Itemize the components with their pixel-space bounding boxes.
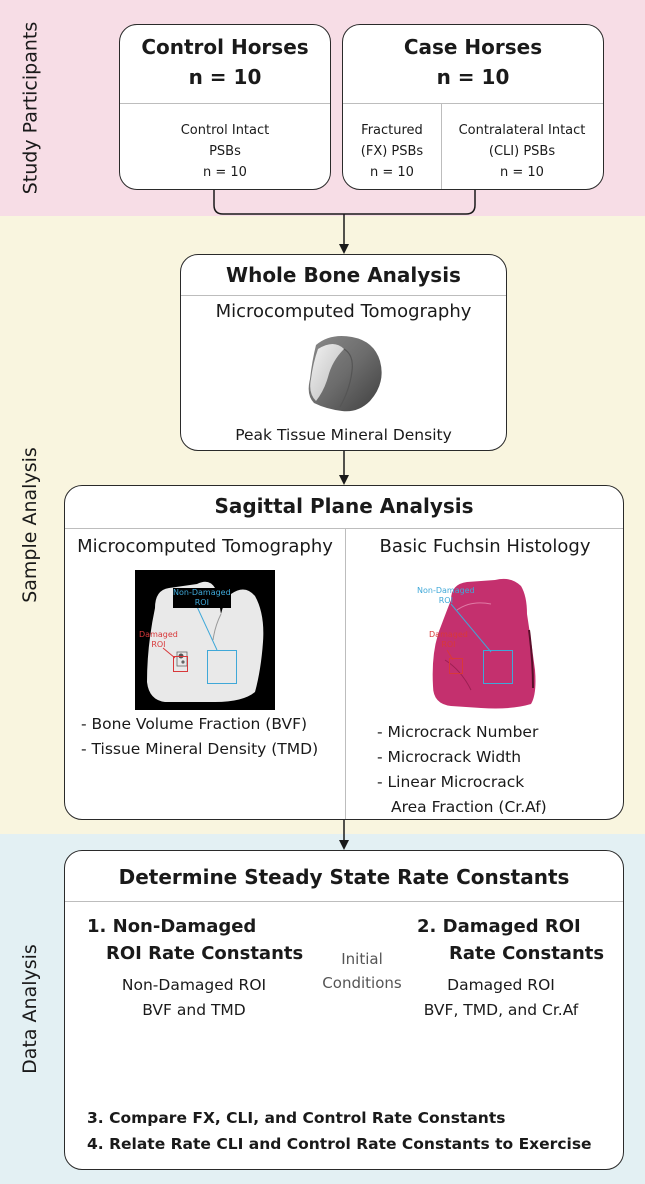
microct-measure-bvf: - Bone Volume Fraction (BVF) [81, 715, 308, 733]
histology-measure-width: - Microcrack Width [377, 748, 522, 766]
histology-sagittal-image: Non-Damaged ROI Damaged ROI [411, 570, 561, 715]
steady-state-box: Determine Steady State Rate Constants 1.… [64, 850, 624, 1170]
whole-bone-method: Microcomputed Tomography [215, 301, 472, 322]
case-horses-box: Case Horses n = 10 Fractured (FX) PSBs n… [342, 24, 604, 190]
case-divider-v [441, 103, 442, 189]
histology-measure-crAf: Area Fraction (Cr.Af) [391, 798, 547, 816]
sagittal-divider-v [345, 528, 346, 819]
whole-bone-title: Whole Bone Analysis [226, 263, 461, 287]
whole-bone-analysis-box: Whole Bone Analysis Microcomputed Tomogr… [180, 254, 507, 451]
whole-bone-divider [181, 295, 506, 296]
steady-state-divider [65, 901, 623, 902]
sagittal-plane-analysis-box: Sagittal Plane Analysis Microcomputed To… [64, 485, 624, 820]
control-title: Control Horses [141, 35, 309, 59]
bone-3d-image [308, 336, 382, 412]
steady-state-title: Determine Steady State Rate Constants [118, 865, 570, 889]
histology-damaged-label: Damaged ROI [429, 630, 468, 649]
initial-conditions-label: Initial Conditions [322, 950, 402, 992]
step3-text: 3. Compare FX, CLI, and Control Rate Con… [87, 1109, 506, 1127]
sagittal-title: Sagittal Plane Analysis [214, 494, 474, 518]
sagittal-left-title: Microcomputed Tomography [77, 536, 333, 557]
histology-nondamaged-roi [483, 650, 513, 684]
case-divider-h [343, 103, 603, 104]
microct-measure-tmd: - Tissue Mineral Density (TMD) [81, 740, 319, 758]
control-subgroup: Control Intact PSBs n = 10 [180, 123, 270, 180]
cli-subgroup: Contralateral Intact (CLI) PSBs n = 10 [458, 123, 586, 180]
step4-text: 4. Relate Rate CLI and Control Rate Cons… [87, 1135, 592, 1153]
step1-description: Non-Damaged ROI BVF and TMD [121, 976, 267, 1019]
fx-subgroup: Fractured (FX) PSBs n = 10 [360, 123, 424, 180]
merge-connector-top [213, 190, 476, 215]
case-title: Case Horses [403, 35, 543, 59]
whole-bone-measure: Peak Tissue Mineral Density [235, 426, 452, 444]
histology-damaged-roi [449, 658, 463, 674]
step1-heading: 1. Non-Damaged ROI Rate Constants [87, 916, 304, 964]
control-horses-box: Control Horses n = 10 Control Intact PSB… [119, 24, 331, 190]
case-n: n = 10 [436, 65, 510, 89]
step2-heading: 2. Damaged ROI Rate Constants [417, 916, 605, 964]
histology-measure-linear: - Linear Microcrack [377, 773, 525, 791]
microct-damaged-label: Damaged ROI [139, 630, 178, 649]
sagittal-divider-h [65, 528, 623, 529]
histology-measure-number: - Microcrack Number [377, 723, 539, 741]
microct-measures-list: - Bone Volume Fraction (BVF) - Tissue Mi… [81, 712, 318, 762]
control-n: n = 10 [188, 65, 262, 89]
step2-description: Damaged ROI BVF, TMD, and Cr.Af [423, 976, 579, 1019]
sagittal-right-title: Basic Fuchsin Histology [379, 536, 591, 557]
histology-measures-list: - Microcrack Number - Microcrack Width -… [377, 720, 547, 820]
microct-nondamaged-label: Non-Damaged ROI [173, 588, 231, 608]
histology-nondamaged-label: Non-Damaged ROI [417, 586, 475, 605]
control-divider [120, 103, 330, 104]
microct-sagittal-image: Non-Damaged ROI Damaged ROI [135, 570, 275, 710]
microct-nondamaged-roi [207, 650, 237, 684]
microct-damaged-roi [173, 656, 188, 672]
